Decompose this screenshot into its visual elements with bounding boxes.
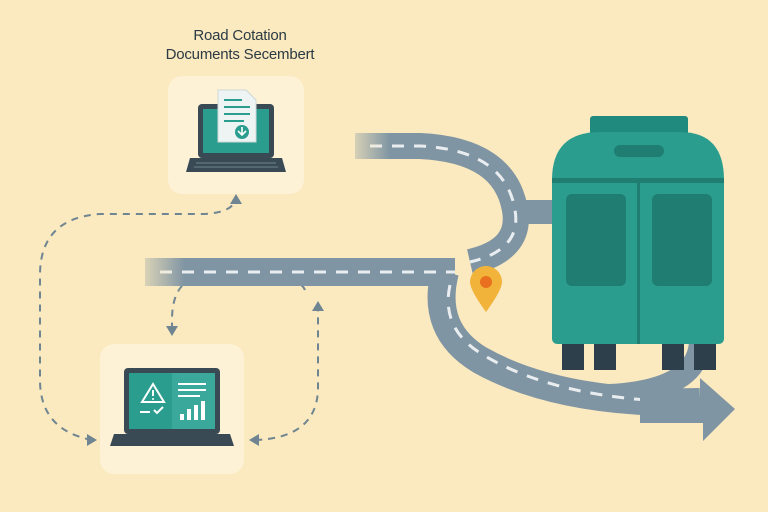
warning-icon <box>140 382 166 403</box>
arrowhead-icon <box>312 301 324 311</box>
diagram-title: Road Cotation Documents Secembert <box>140 26 340 64</box>
bar-chart-icon <box>180 401 205 420</box>
arrowhead-icon <box>87 434 97 446</box>
arrowhead-icon <box>166 326 178 336</box>
connector-up-right <box>254 305 319 441</box>
connector-up-to-document <box>39 195 237 441</box>
connector-arrowheads <box>87 194 324 446</box>
arrow-right-icon <box>640 378 735 441</box>
road-right-curve <box>609 339 711 406</box>
laptop-document-icon <box>186 89 286 172</box>
arrowhead-icon <box>249 434 259 446</box>
rail-car-icon <box>552 116 724 370</box>
dashboard-card <box>100 344 244 474</box>
location-pin-icon <box>470 266 502 312</box>
laptop-dashboard-icon <box>110 368 234 446</box>
document-card <box>168 76 304 194</box>
title-line-1: Road Cotation <box>193 27 287 44</box>
title-line-2: Documents Secembert <box>165 46 315 63</box>
arrowhead-icon <box>230 194 242 204</box>
